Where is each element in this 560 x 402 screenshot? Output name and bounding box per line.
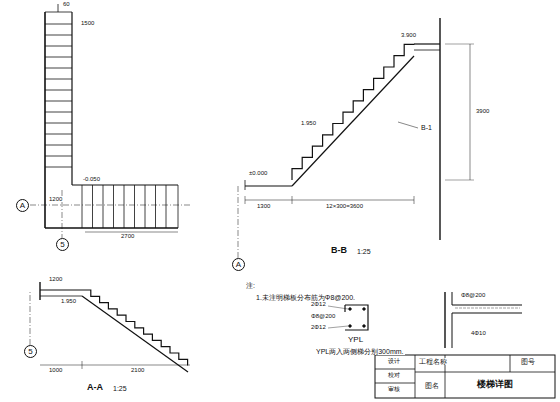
drawing-label: YPL两入两侧梯分别300mm.	[315, 348, 405, 355]
drawing-label: B-1	[420, 124, 433, 131]
drawing-label: 3900	[475, 108, 490, 114]
drawing-label: 2Φ12	[310, 324, 327, 330]
section-title: 1:25	[112, 385, 128, 392]
axis-bubble: 5	[56, 238, 69, 251]
drawing-label: -0.050	[82, 176, 101, 182]
drawing-label: 注:	[245, 282, 256, 289]
axis-bubble: A	[16, 199, 29, 212]
drawing-label: 1500	[80, 20, 95, 26]
axis-label: 5	[60, 241, 64, 249]
section-title: A-A	[86, 383, 104, 392]
drawing-label: 60	[62, 1, 71, 7]
title-block-text: 设计	[387, 358, 401, 364]
drawing-label: 1200	[48, 196, 63, 202]
section-title: 1:25	[356, 248, 372, 255]
stair-plan	[30, 4, 190, 238]
drawing-label: 1.950	[300, 120, 317, 126]
axis-bubble: A	[232, 258, 245, 271]
axis-bubble: 5	[24, 345, 37, 358]
drawing-label: 4Φ10	[470, 330, 487, 336]
drawing-label: Φ8@200	[460, 292, 486, 298]
title-block-text: 图号	[520, 358, 536, 365]
drawing-label: 1200	[48, 276, 63, 282]
drawing-label: 1300	[256, 203, 271, 209]
section-bb	[238, 18, 474, 258]
title-block-text: 图名	[424, 382, 440, 389]
axis-label: 5	[28, 348, 32, 356]
section-title: B-B	[330, 246, 348, 255]
drawing-label: Φ8@200	[310, 313, 336, 319]
axis-label: A	[236, 261, 241, 269]
drawing-label: ±0.000	[248, 170, 268, 176]
slab-detail	[445, 292, 522, 348]
title-block-text: 楼梯详图	[476, 380, 514, 389]
drawing-label: YPL	[347, 336, 364, 344]
drawing-label: 1.950	[60, 298, 77, 304]
title-block-text: 审核	[387, 386, 401, 392]
drawing-label: 1000	[48, 367, 63, 373]
drawing-label: 2100	[130, 367, 145, 373]
drawing-label: 2Φ12	[310, 301, 327, 307]
drawing-label: 12×300=3600	[325, 203, 364, 209]
section-aa	[30, 282, 190, 372]
title-block	[375, 355, 555, 398]
title-block-text: 校对	[387, 372, 401, 378]
axis-label: A	[20, 202, 25, 210]
drawing-label: 2700	[120, 233, 135, 239]
drawing-label: 1.未注明梯板分布筋为Φ8@200.	[255, 294, 356, 301]
drawing-label: 3.900	[400, 32, 417, 38]
title-block-text: 工程名称	[418, 358, 448, 365]
